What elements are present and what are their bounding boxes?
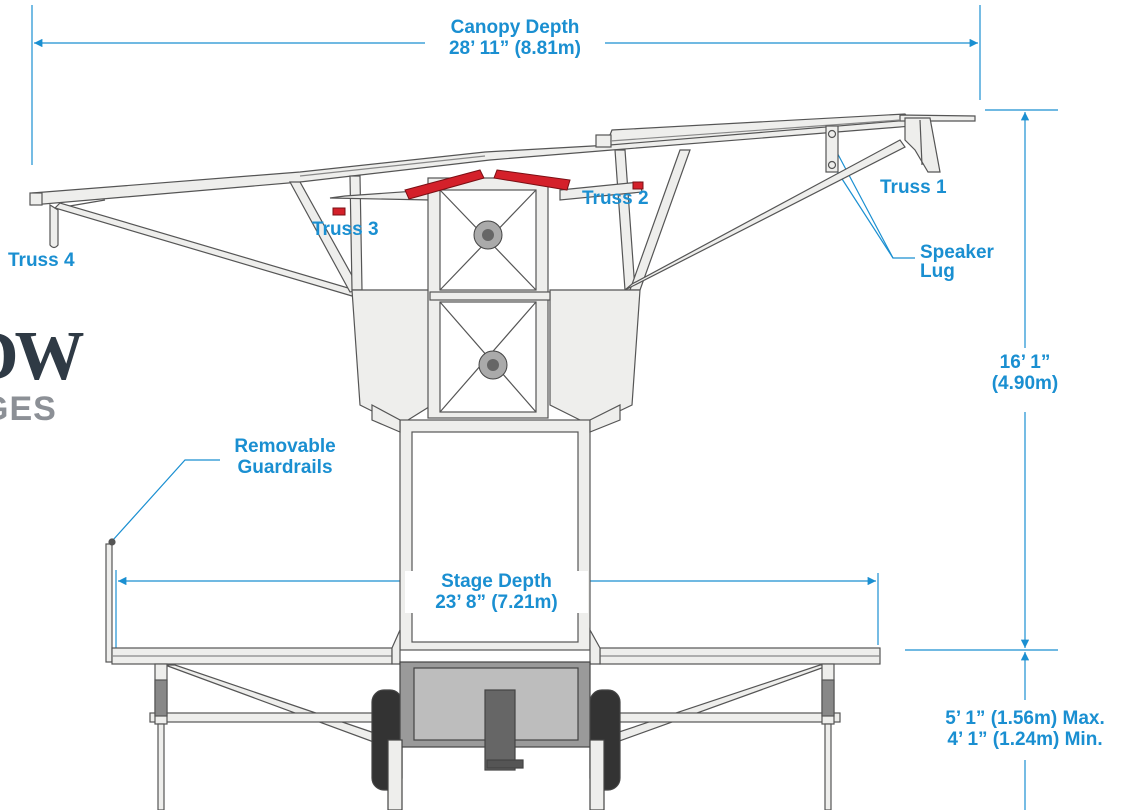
deck-height-max: 5’ 1” (1.56m) Max. — [945, 708, 1105, 729]
overall-height-label: 16’ 1” (4.90m) — [975, 352, 1075, 394]
stage-deck — [105, 538, 881, 665]
overall-height-metric: (4.90m) — [991, 373, 1059, 394]
stage-depth-value: 23’ 8” (7.21m) — [435, 592, 558, 613]
truss-4-label: Truss 4 — [8, 250, 75, 271]
winch-globes — [473, 220, 508, 380]
guardrails-line1: Removable — [234, 436, 336, 457]
outrigger-jacks — [154, 663, 835, 810]
truss-3-label: Truss 3 — [312, 219, 379, 240]
guardrails-label: Removable Guardrails — [215, 436, 355, 478]
stage-depth-title: Stage Depth — [441, 571, 552, 592]
speaker-lug-line2: Lug — [920, 261, 955, 282]
canopy-depth-title: Canopy Depth — [450, 17, 580, 38]
canopy-depth-value: 28’ 11” (8.81m) — [448, 38, 582, 59]
leader-lines — [112, 144, 915, 541]
truss-1-label: Truss 1 — [880, 177, 947, 198]
speaker-lug — [825, 125, 839, 173]
overall-height-dimension — [905, 109, 1058, 651]
trailer-chassis — [371, 661, 621, 810]
right-canopy-frame — [559, 139, 906, 291]
speaker-lug-line1: Speaker — [920, 242, 994, 263]
logo-wordmark: GES — [0, 390, 57, 428]
truss-2-label: Truss 2 — [582, 188, 649, 209]
canopy-depth-label: Canopy Depth 28’ 11” (8.81m) — [425, 17, 605, 59]
canopy-depth-dimension — [31, 5, 981, 165]
logo-mark: DW — [0, 318, 85, 395]
deck-height-min: 4’ 1” (1.24m) Min. — [947, 729, 1103, 750]
overall-height-imperial: 16’ 1” — [999, 352, 1051, 373]
guardrails-line2: Guardrails — [237, 457, 333, 478]
speaker-lug-label: Speaker Lug — [920, 243, 994, 281]
left-canopy-frame — [53, 175, 431, 297]
deck-height-label: 5’ 1” (1.56m) Max. 4’ 1” (1.24m) Min. — [912, 708, 1138, 750]
stage-depth-dimension — [115, 570, 879, 650]
hydraulic-rams — [332, 169, 644, 216]
stage-depth-label: Stage Depth 23’ 8” (7.21m) — [405, 571, 588, 613]
canopy-roof — [29, 113, 976, 206]
